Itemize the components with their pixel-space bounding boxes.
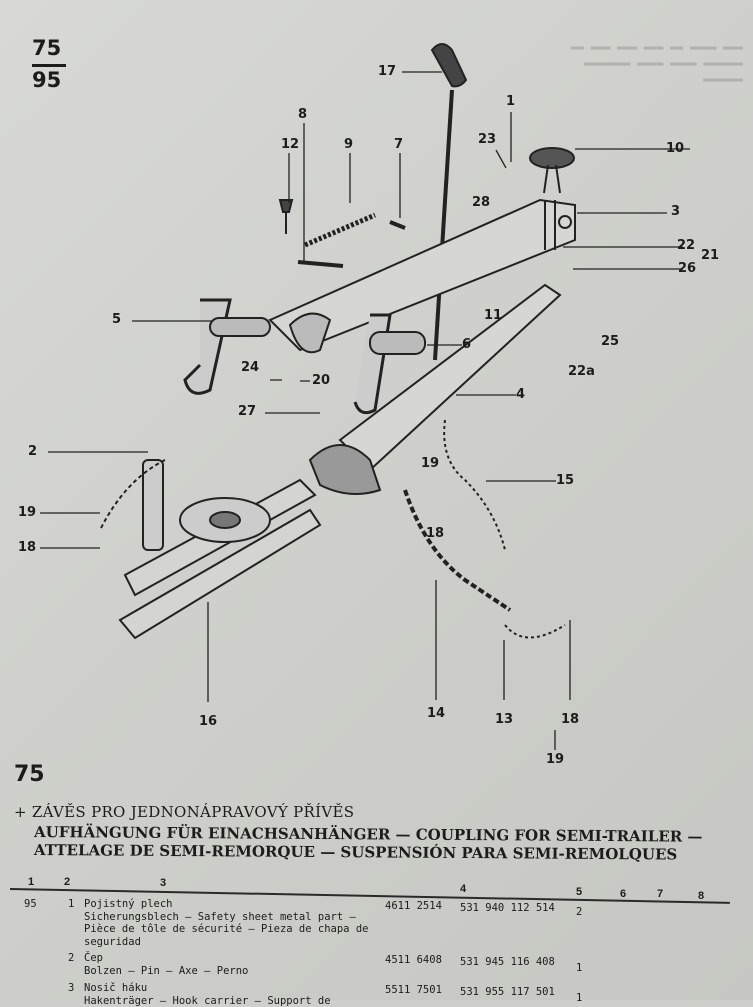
callout-22a: 22a [568,364,595,379]
callout-16: 16 [199,714,218,729]
cell-code2: 531 945 116 408 [460,956,555,968]
col-header-3: 3 [160,877,167,889]
callout-23: 23 [478,132,497,147]
callout-13: 13 [495,712,514,727]
callout-20: 20 [312,373,331,388]
col-header-8: 8 [698,890,705,902]
callout-4: 4 [516,387,526,402]
section-title-multilingual: AUFHÄNGUNG FÜR EINACHSANHÄNGER — COUPLIN… [33,823,703,864]
callout-12: 12 [281,137,300,152]
upper-bar-part-3 [268,198,576,354]
lever-part-17 [430,43,468,361]
cell-qty: 2 [576,906,583,918]
page-number-bottom: 95 [32,68,62,92]
coupling-jaw [308,444,382,495]
exploded-diagram [40,43,690,750]
callout-11: 11 [484,308,503,323]
fraction-line [32,64,66,67]
drawbar-part-16 [118,508,322,640]
cell-qty: 1 [576,992,583,1004]
cell-code1: 4511 6408 [385,954,442,966]
callout-7: 7 [394,137,404,152]
callout-6: 6 [462,337,472,352]
page-number-top: 75 [32,36,62,60]
cell-code1: 5511 7501 [385,984,442,996]
hook-part-5 [183,298,232,395]
callout-26: 26 [678,261,697,276]
callout-18: 18 [426,526,445,541]
callout-19: 19 [421,456,440,471]
col-header-1: 1 [28,876,35,888]
col-header-4: 4 [460,883,467,895]
knob-part-10 [529,147,575,250]
col-header-2: 2 [64,876,71,888]
cell-pos: 2 [68,952,75,964]
callout-27: 27 [238,404,257,419]
cell-desc: Nosič háku Hakenträger — Hook carrier — … [84,982,331,1007]
cell-fig: 95 [24,898,37,910]
callout-18-bottom: 18 [561,712,580,727]
callout-22: 22 [677,238,696,253]
callout-18-left: 18 [18,540,37,555]
cell-code1: 4611 2514 [385,900,442,912]
cell-pos: 1 [68,898,75,910]
cell-pos: 3 [68,982,75,994]
pin-part-7 [389,220,406,230]
callout-2: 2 [28,444,38,459]
col-header-6: 6 [620,888,627,900]
callout-21: 21 [701,248,720,263]
callout-17: 17 [378,64,397,79]
section-number: 75 [14,762,45,787]
spring-part-9 [304,212,376,248]
cell-desc: Pojistný plech Sicherungsblech — Safety … [84,898,369,948]
sleeve-part-6 [369,331,426,355]
callout-9: 9 [344,137,354,152]
hook-part-6 [353,313,392,415]
cell-code2: 531 955 117 501 [460,986,555,998]
callout-5: 5 [112,312,122,327]
bolt-part-12 [278,199,294,234]
cell-desc: Čep Bolzen — Pin — Axe — Perno [84,952,249,977]
callout-28: 28 [472,195,491,210]
chain-part-13 [504,624,566,639]
callout-25: 25 [601,334,620,349]
callout-19-bottom: 19 [546,752,565,767]
pin-part-8 [297,260,344,268]
section-title-cz: + ZÁVĚS PRO JEDNONÁPRAVOVÝ PŘÍVĚS [14,803,355,821]
callout-1: 1 [506,94,516,109]
callout-10: 10 [666,141,685,156]
callout-8: 8 [298,107,308,122]
chain-part-14 [403,489,512,612]
callout-3: 3 [671,204,681,219]
leader-lines [40,71,690,750]
callout-24: 24 [241,360,260,375]
col-header-7: 7 [657,888,664,900]
chain-part-15 [443,419,506,551]
callout-19-left: 19 [18,505,37,520]
callout-15: 15 [556,473,575,488]
callout-14: 14 [427,706,446,721]
cell-qty: 1 [576,962,583,974]
pin-part-2 [142,459,164,551]
cell-code2: 531 940 112 514 [460,902,555,914]
col-header-5: 5 [576,886,583,898]
